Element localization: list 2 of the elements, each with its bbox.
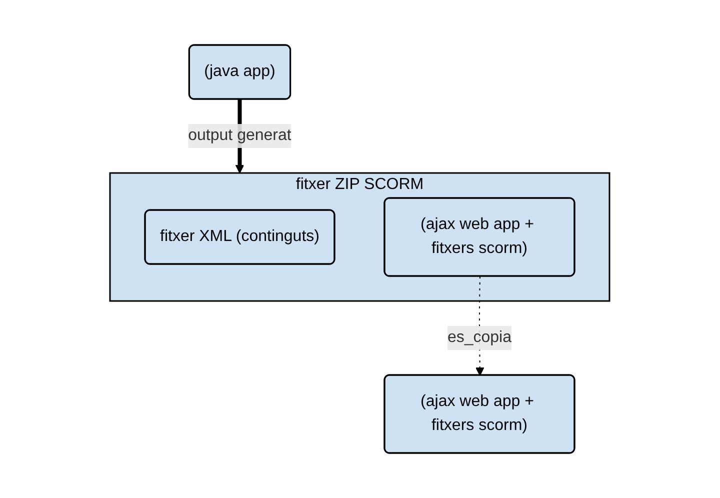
edge-label: es_copia <box>448 329 512 346</box>
edge-label: output generat <box>188 127 292 144</box>
